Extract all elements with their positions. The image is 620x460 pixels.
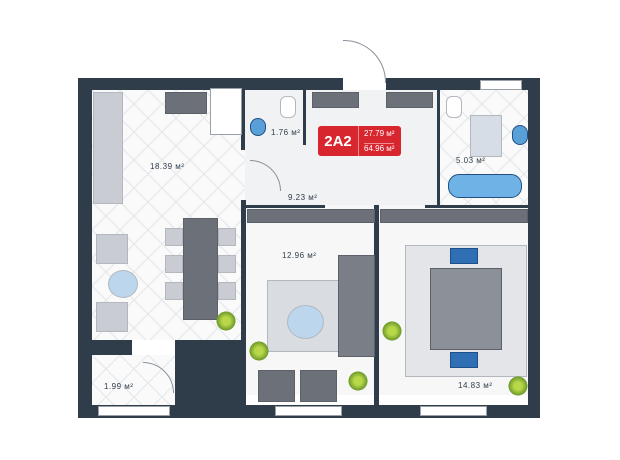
wall [374,205,379,405]
sink [250,118,266,136]
area-label-closet: 0.77 м² [176,382,206,391]
chair [218,282,236,300]
bathtub [448,174,522,198]
sofa [338,255,375,357]
wall [245,205,325,208]
plant-icon [215,310,237,332]
toilet [446,96,462,118]
apartment-code: 2A2 [318,126,359,156]
armchair [300,370,337,402]
window [275,406,342,416]
area-label-hallway: 9.23 м² [288,193,318,202]
dining-table [183,218,218,320]
wardrobe [312,92,359,108]
window [420,406,487,416]
wall [425,205,528,208]
window [98,406,170,416]
armchair [96,234,128,264]
area-label-bedroom: 14.83 м² [458,381,493,390]
kitchen-counter [93,92,123,204]
wardrobe [386,92,433,108]
toilet [280,96,296,118]
wall [303,90,306,145]
wall [78,78,92,418]
wardrobe [380,209,528,223]
chair [218,255,236,273]
pillow [450,352,478,368]
wall [92,340,132,355]
coffee-table [108,270,138,298]
area-label-living: 12.96 м² [282,251,317,260]
armchair [258,370,295,402]
sink [512,125,528,145]
stove [165,92,207,114]
wall [78,78,343,90]
area-label-kitchen-living: 18.39 м² [150,162,185,171]
coffee-table [287,305,324,339]
wall [175,355,177,405]
chair [218,228,236,246]
wall [175,340,245,405]
area-label-bathroom-small: 1.76 м² [271,128,301,137]
armchair [96,302,128,332]
chair [165,228,183,246]
pillow [450,248,478,264]
chair [165,282,183,300]
plant-icon [347,370,369,392]
area-label-bathroom-large: 5.03 м² [456,156,486,165]
wall [241,90,245,150]
wall [437,90,440,205]
living-area: 27.79 м² [364,128,395,138]
plant-icon [381,320,403,342]
shower-mat [470,115,502,157]
wall [241,200,246,405]
area-label-storage: 1.99 м² [104,382,134,391]
wall [528,78,540,408]
entrance-door[interactable] [343,40,386,83]
bed [430,268,502,350]
apartment-badge: 2A2 27.79 м² 64.96 м² [318,126,401,156]
window [210,88,242,135]
chair [165,255,183,273]
plant-icon [507,375,529,397]
total-area: 64.96 м² [364,143,395,154]
plant-icon [248,340,270,362]
shelf [247,209,375,223]
window [480,80,522,90]
